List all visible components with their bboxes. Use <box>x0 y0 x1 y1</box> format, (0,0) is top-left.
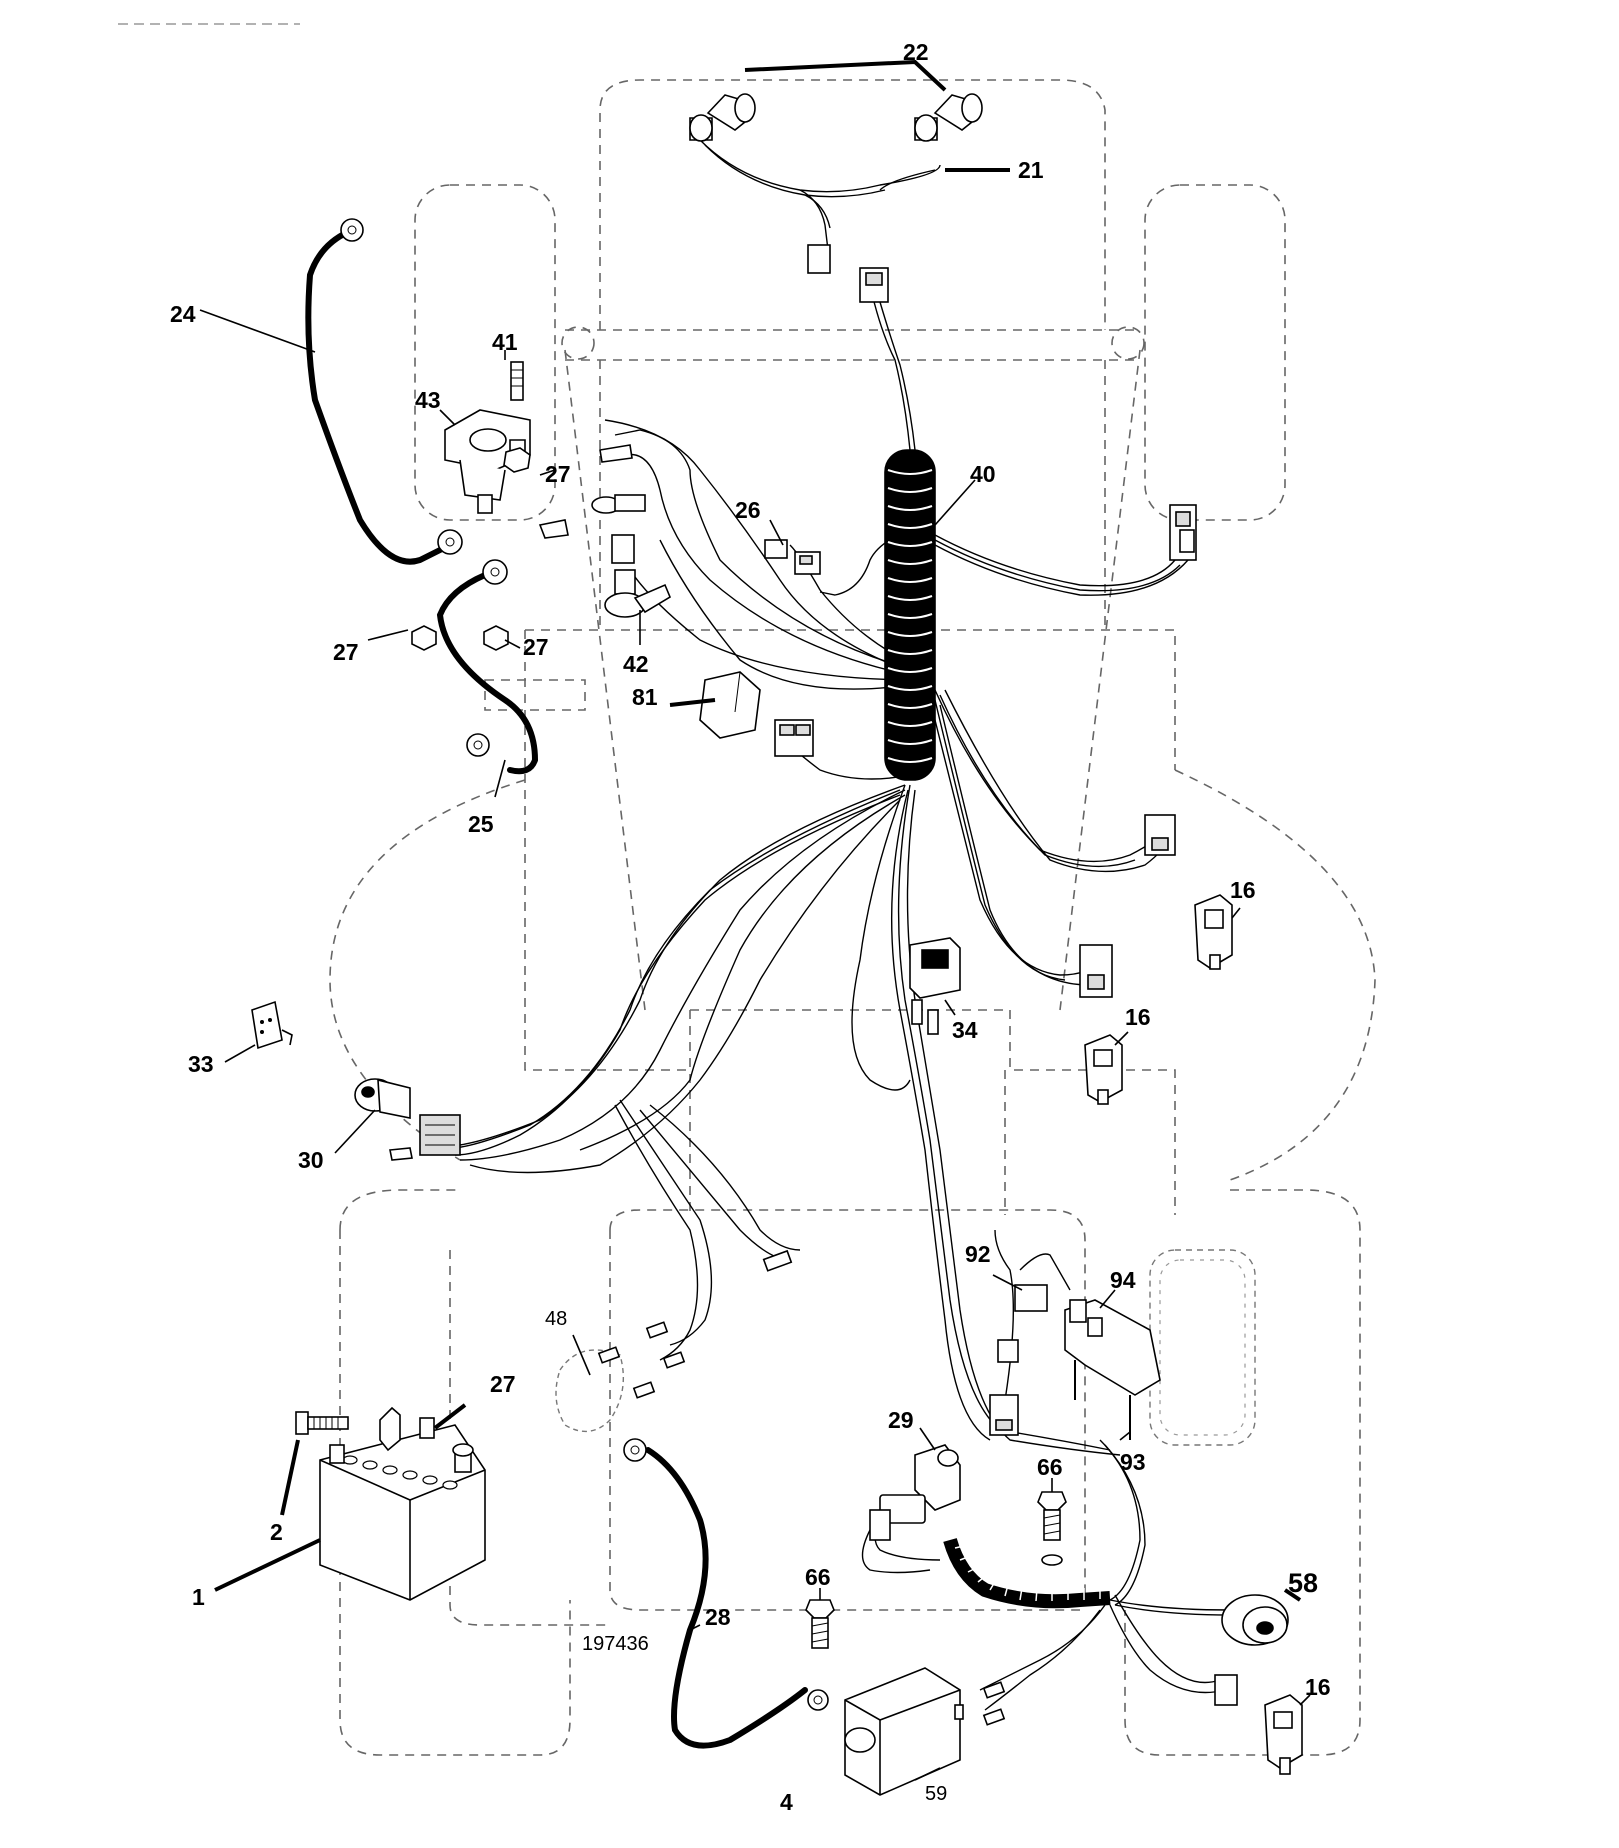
drawing-number: 197436 <box>582 1633 649 1655</box>
callout-34: 34 <box>952 1017 978 1043</box>
connector-lower-right <box>1214 1674 1238 1706</box>
relay <box>699 671 814 757</box>
callout-30: 30 <box>298 1147 324 1173</box>
nut-27c <box>483 625 509 651</box>
headlight-right <box>914 93 983 142</box>
seat-outline <box>1149 1249 1256 1446</box>
callout-40: 40 <box>970 461 996 487</box>
callout-41: 41 <box>492 329 518 355</box>
spade-59b <box>982 1708 1006 1726</box>
front-right-connector <box>1169 504 1197 561</box>
callout-28: 28 <box>705 1604 731 1630</box>
ignition-switch <box>354 1078 461 1161</box>
connector-92 <box>997 1284 1048 1363</box>
fuse-holder <box>764 539 821 575</box>
spade-59a <box>982 1681 1006 1699</box>
callout-4: 4 <box>780 1789 793 1815</box>
battery <box>319 1424 486 1601</box>
callout-92: 92 <box>965 1241 991 1267</box>
callout-59: 59 <box>925 1783 947 1805</box>
fuel-solenoid <box>869 1444 961 1541</box>
ring-terminals <box>340 218 829 1711</box>
battery-cables <box>305 229 808 1749</box>
bolt-66a <box>1037 1491 1067 1566</box>
callout-48: 48 <box>545 1308 567 1330</box>
connector-48 <box>555 1321 686 1433</box>
nut-27b <box>411 625 437 651</box>
callout-66a: 66 <box>1037 1454 1063 1480</box>
callout-27d: 27 <box>490 1371 516 1397</box>
spade-lower <box>762 1249 793 1272</box>
callout-42: 42 <box>623 651 649 677</box>
switch-16c <box>1264 1694 1303 1775</box>
harness-loom <box>884 449 936 781</box>
harness-wires <box>454 139 1231 1711</box>
battery-bolt <box>295 1406 435 1452</box>
callout-43: 43 <box>415 387 441 413</box>
spade-terminals <box>538 444 646 595</box>
rocker-switch <box>909 937 961 1035</box>
headlight-plug-left <box>807 244 831 274</box>
starter-solenoid <box>444 361 531 514</box>
callout-27a: 27 <box>545 461 571 487</box>
connector-mid <box>989 1394 1019 1436</box>
module-94 <box>1064 1299 1161 1440</box>
connector-b <box>1079 944 1113 998</box>
alarm-58 <box>1221 1594 1289 1646</box>
headlight-left <box>689 93 756 142</box>
callout-29: 29 <box>888 1407 914 1433</box>
callout-16b: 16 <box>1125 1004 1151 1030</box>
callout-25: 25 <box>468 811 494 837</box>
bolt-66b <box>805 1599 835 1649</box>
leader-lines <box>199 59 1311 1781</box>
switch-16b <box>1084 1034 1123 1105</box>
callout-22: 22 <box>903 39 929 65</box>
connector-a <box>1144 814 1176 856</box>
nut-27a <box>503 447 531 473</box>
callout-2: 2 <box>270 1519 283 1545</box>
callout-16c: 16 <box>1305 1674 1331 1700</box>
callout-labels: 22 21 24 41 43 27 26 40 27 27 42 81 25 1… <box>170 39 1331 1815</box>
callout-27c: 27 <box>523 634 549 660</box>
terminal-boot <box>604 583 672 618</box>
callout-27b: 27 <box>333 639 359 665</box>
module-59 <box>844 1667 964 1796</box>
callout-24: 24 <box>170 301 196 327</box>
callout-94: 94 <box>1110 1267 1136 1293</box>
callout-1: 1 <box>192 1584 205 1610</box>
switch-16a <box>1194 894 1233 970</box>
callout-66b: 66 <box>805 1564 831 1590</box>
callout-81: 81 <box>632 684 658 710</box>
callout-58: 58 <box>1288 1568 1318 1598</box>
callout-16a: 16 <box>1230 877 1256 903</box>
callout-21: 21 <box>1018 157 1044 183</box>
callout-33: 33 <box>188 1051 214 1077</box>
callout-26: 26 <box>735 497 761 523</box>
lower-loom <box>943 1537 1111 1609</box>
ignition-key <box>251 1000 293 1050</box>
callout-93: 93 <box>1120 1449 1146 1475</box>
